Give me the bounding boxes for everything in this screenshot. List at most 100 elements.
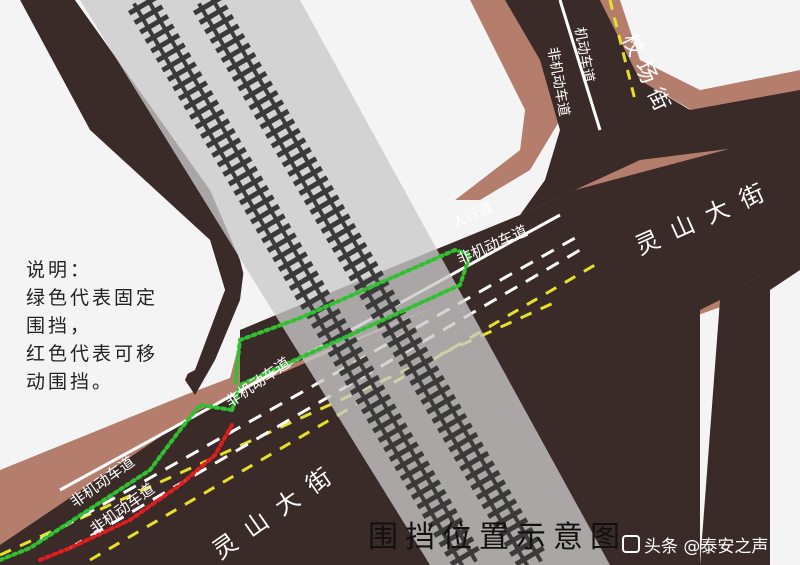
rail-sleeper — [309, 194, 340, 215]
rail-sleeper — [414, 374, 446, 396]
rail-sleeper — [364, 289, 396, 310]
fixed-barriers — [0, 247, 473, 562]
rail-sleeper — [226, 51, 257, 73]
rail-sleeper — [288, 270, 319, 291]
rail-sleeper — [399, 460, 430, 481]
rail-sleeper — [139, 13, 170, 35]
watermark: 头条 @泰安之声 — [622, 528, 798, 560]
rail-sleeper — [316, 317, 347, 339]
rail-sleeper — [198, 4, 229, 25]
white-side-line — [558, 0, 602, 131]
rail-sleeper — [211, 137, 242, 158]
watermark-text: 头条 @泰安之声 — [644, 536, 769, 557]
rail-sleeper — [425, 393, 457, 415]
rail-sleeper — [349, 374, 381, 396]
rail-sleeper — [150, 32, 181, 54]
rail-sleeper — [215, 32, 246, 54]
rail-sleeper — [509, 536, 540, 557]
rail-sleeper — [327, 336, 358, 358]
rail-sleeper — [353, 270, 384, 291]
rail-sleeper — [410, 479, 442, 500]
rail-sleeper — [514, 545, 545, 565]
rail-sleeper — [272, 241, 303, 263]
rail-sleeper — [248, 89, 279, 111]
rail-sleeper — [444, 536, 475, 557]
rail-sleeper — [161, 51, 192, 73]
rail-sleeper — [276, 137, 307, 158]
rail-sleeper — [348, 260, 379, 282]
rail-sleeper — [381, 317, 412, 339]
rail-sleeper — [405, 469, 436, 491]
toutiao-logo-icon — [622, 535, 640, 553]
rail-sleeper — [220, 42, 251, 63]
rail-sleeper — [431, 403, 462, 424]
rail-sleeper — [322, 327, 353, 348]
rail-sleeper — [464, 460, 495, 481]
rail-sleeper — [166, 61, 197, 82]
rail-sleeper — [438, 526, 469, 548]
rail-sleeper — [453, 441, 484, 462]
rail-sleeper — [222, 156, 253, 177]
rail-sleeper — [433, 517, 464, 538]
rail-sleeper — [250, 203, 281, 225]
movable-barriers — [38, 423, 234, 562]
rail-sleeper — [194, 108, 225, 130]
legend-note: 说明： 绿色代表固定 围挡， 红色代表可移 动围挡。 — [26, 256, 158, 396]
rail-sleeper — [265, 118, 296, 139]
rail-sleeper — [209, 23, 240, 44]
rail-sleeper — [427, 507, 458, 529]
rail-sleeper — [266, 232, 297, 253]
rail-sleeper — [355, 384, 386, 405]
rail-sleeper — [188, 99, 220, 120]
rail-sleeper — [287, 156, 318, 177]
fixed-barrier-left — [0, 402, 234, 562]
rail-sleeper — [261, 222, 292, 244]
diagram-title: 围挡位置示意图 — [368, 520, 627, 555]
rail-sleeper — [392, 336, 423, 358]
rail-sleeper — [360, 393, 392, 415]
rail-sleeper — [331, 232, 362, 253]
left-lot — [0, 0, 225, 470]
legend-line-2: 围挡， — [26, 315, 93, 337]
rail-sleeper — [311, 308, 342, 329]
top-right-lot — [620, 0, 800, 90]
rail-sleeper — [294, 279, 325, 301]
rail-sleeper — [498, 517, 529, 538]
movable-barrier — [38, 423, 234, 562]
rail-sleeper — [338, 355, 369, 377]
rail-sleeper — [403, 355, 434, 377]
rail-sleeper — [448, 431, 479, 453]
rail-sleeper — [270, 127, 301, 149]
rail-sleeper — [292, 165, 323, 187]
rail-sleeper — [281, 146, 312, 168]
rail-sleeper — [377, 422, 408, 443]
rail-sleeper — [205, 127, 236, 149]
rail-sleeper — [204, 13, 235, 35]
legend-line-4: 动围挡。 — [26, 371, 115, 393]
rail-sleeper — [359, 279, 390, 301]
fixed-barrier-center — [230, 247, 473, 412]
rail-sleeper — [388, 441, 419, 462]
rail-sleeper — [398, 346, 429, 367]
rail-sleeper — [333, 346, 364, 367]
white-lane-line-1 — [39, 236, 576, 542]
rail-sleeper — [233, 175, 264, 196]
rail-sleeper — [387, 327, 418, 348]
rail-sleeper — [326, 222, 357, 244]
rail-sleeper — [242, 80, 274, 101]
rail-sleeper — [372, 412, 403, 434]
rail-sleeper — [127, 0, 157, 16]
rail-sleeper — [183, 89, 214, 111]
rail-sleeper — [459, 450, 490, 472]
rail-sleeper — [344, 365, 375, 386]
rail-sleeper — [144, 23, 175, 44]
rail-sleeper — [503, 526, 534, 548]
rail-sleeper — [342, 251, 373, 272]
corner-lot — [770, 270, 800, 565]
rail-sleeper — [449, 545, 480, 565]
rail-sleeper — [303, 184, 335, 206]
rail-sleeper — [277, 251, 308, 272]
rail-sleeper — [421, 498, 453, 519]
